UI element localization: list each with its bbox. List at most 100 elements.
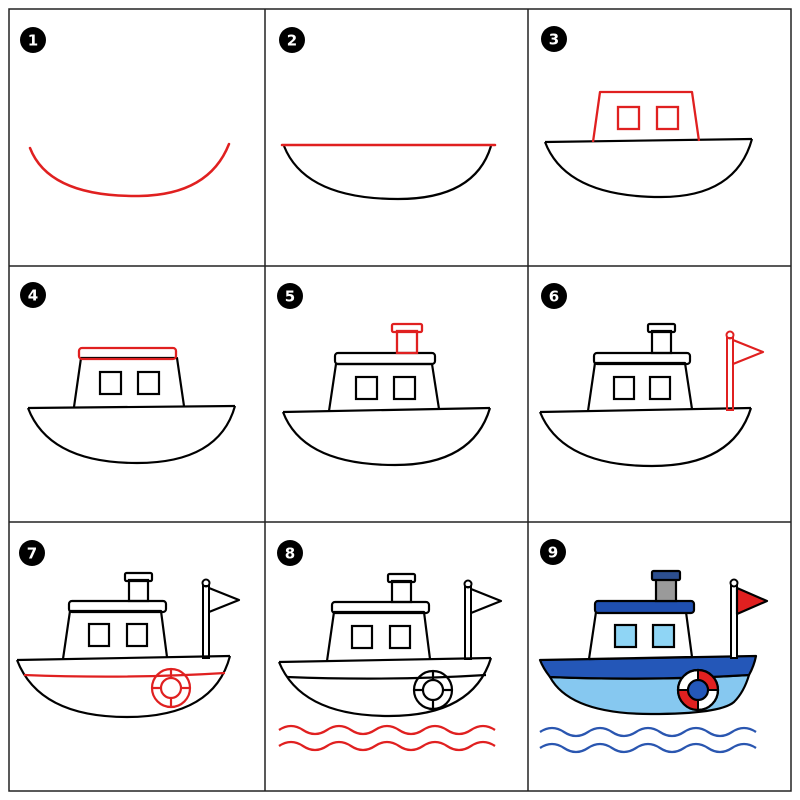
flag bbox=[735, 586, 769, 616]
step-1-panel: 1 bbox=[9, 9, 265, 266]
cabin-window-left bbox=[350, 624, 374, 650]
step-3-number: 3 bbox=[549, 31, 559, 49]
deck-line bbox=[27, 404, 236, 410]
deck-line bbox=[539, 406, 752, 414]
hull-stripe bbox=[286, 673, 487, 680]
cabin-window-right bbox=[655, 105, 680, 131]
flag-pole-knob bbox=[725, 330, 735, 340]
chimney-body bbox=[654, 577, 678, 603]
chimney-body bbox=[390, 579, 413, 604]
step-9-number: 9 bbox=[548, 544, 558, 562]
cabin-window-right bbox=[648, 375, 672, 401]
deck-line bbox=[544, 137, 753, 144]
flag-pole bbox=[464, 586, 472, 660]
step-1-badge: 1 bbox=[20, 27, 46, 53]
step-9-badge: 9 bbox=[540, 539, 566, 565]
chimney-cap bbox=[123, 571, 154, 583]
step-8-panel: 8 bbox=[265, 522, 528, 791]
hull-bottom-curve bbox=[15, 655, 232, 719]
step-7-panel: 7 bbox=[9, 522, 265, 791]
step-2-panel: 2 bbox=[265, 9, 528, 266]
chimney-cap bbox=[650, 569, 682, 582]
cabin-outline bbox=[325, 610, 432, 662]
hull-bottom-curve bbox=[28, 142, 231, 198]
flag-pole-knob bbox=[463, 579, 473, 589]
flag-pole bbox=[726, 337, 734, 411]
hull-bottom-curve bbox=[281, 407, 492, 467]
cabin-window-left bbox=[616, 105, 641, 131]
cabin-roof bbox=[592, 351, 692, 366]
cabin-window-right bbox=[136, 370, 161, 396]
wave-line-top bbox=[278, 724, 496, 736]
step-7-number: 7 bbox=[27, 545, 37, 563]
cabin-outline bbox=[587, 610, 694, 661]
cabin-window-left bbox=[613, 623, 638, 649]
step-5-panel: 5 bbox=[265, 266, 528, 522]
cabin-window-left bbox=[87, 622, 111, 648]
hull-bottom-curve bbox=[26, 405, 237, 465]
flag bbox=[208, 586, 241, 614]
hull-bottom-curve bbox=[538, 407, 753, 468]
cabin-roof bbox=[77, 346, 178, 361]
cabin-window-right bbox=[392, 375, 417, 401]
step-4-number: 4 bbox=[28, 287, 38, 305]
cabin-roof bbox=[333, 351, 437, 366]
wave-line-bottom bbox=[278, 740, 496, 752]
cabin-outline bbox=[591, 90, 701, 143]
hull-bottom-curve bbox=[277, 657, 493, 718]
cabin-window-left bbox=[612, 375, 636, 401]
cabin-roof bbox=[330, 600, 431, 615]
flag-pole bbox=[202, 585, 210, 659]
step-6-badge: 6 bbox=[541, 283, 567, 309]
step-6-panel: 6 bbox=[528, 266, 791, 522]
cabin-window-right bbox=[388, 624, 412, 650]
flag bbox=[470, 587, 503, 615]
wave-line-top bbox=[539, 726, 757, 738]
chimney-body bbox=[127, 578, 150, 603]
life-ring-icon bbox=[412, 669, 454, 711]
hull-upper-band bbox=[538, 654, 758, 680]
chimney-cap bbox=[390, 322, 424, 334]
life-ring-icon bbox=[676, 668, 720, 712]
step-5-badge: 5 bbox=[277, 283, 303, 309]
chimney-body bbox=[650, 329, 673, 355]
step-8-number: 8 bbox=[285, 545, 295, 563]
flag-pole-knob bbox=[201, 578, 211, 588]
step-2-number: 2 bbox=[287, 32, 297, 50]
step-8-badge: 8 bbox=[277, 540, 303, 566]
cabin-outline bbox=[327, 362, 441, 412]
flag-pole-knob bbox=[729, 578, 739, 588]
deck-line bbox=[278, 656, 492, 664]
cabin-outline bbox=[61, 609, 169, 660]
cabin-outline bbox=[586, 361, 694, 412]
step-4-badge: 4 bbox=[20, 282, 46, 308]
hull-bottom-curve bbox=[543, 138, 754, 199]
deck-line bbox=[16, 654, 231, 662]
hull-stripe bbox=[23, 671, 226, 678]
deck-line bbox=[282, 406, 491, 414]
cabin-outline bbox=[72, 356, 186, 408]
cabin-roof bbox=[593, 599, 696, 615]
step-3-badge: 3 bbox=[541, 26, 567, 52]
hull-lower-fill bbox=[548, 673, 751, 716]
wave-line-bottom bbox=[539, 742, 757, 754]
cabin-window-right bbox=[125, 622, 149, 648]
step-9-panel: 9 bbox=[528, 522, 791, 791]
step-1-number: 1 bbox=[28, 32, 38, 50]
cabin-window-left bbox=[354, 375, 379, 401]
step-4-panel: 4 bbox=[9, 266, 265, 522]
step-5-number: 5 bbox=[285, 288, 295, 306]
step-6-number: 6 bbox=[549, 288, 559, 306]
cabin-window-left bbox=[98, 370, 123, 396]
chimney-cap bbox=[646, 322, 677, 334]
life-ring-icon bbox=[150, 667, 192, 709]
cabin-window-right bbox=[651, 623, 676, 649]
chimney-body bbox=[395, 329, 419, 355]
flag bbox=[732, 338, 765, 366]
chimney-cap bbox=[386, 572, 417, 584]
step-7-badge: 7 bbox=[19, 540, 45, 566]
step-3-panel: 3 bbox=[528, 9, 791, 266]
step-2-badge: 2 bbox=[279, 27, 305, 53]
